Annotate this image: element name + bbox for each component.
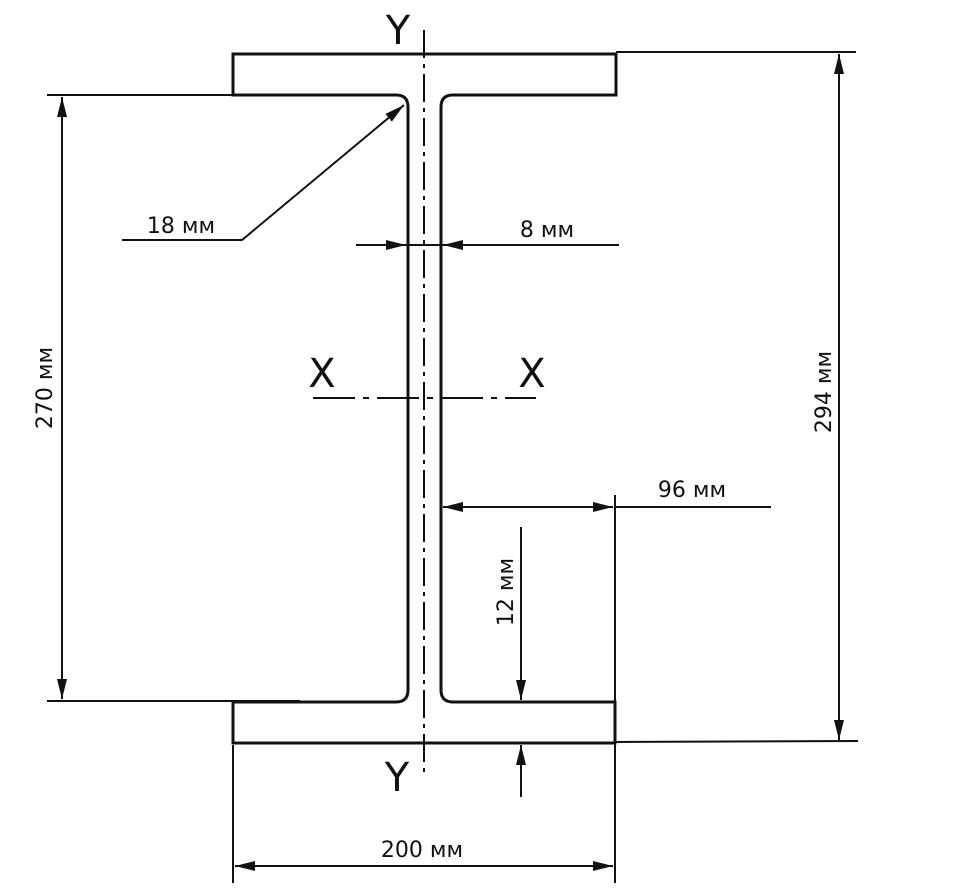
axis-label-y-top: Y — [385, 8, 411, 54]
dimension-lines — [57, 54, 844, 871]
label-total-height: 294 мм — [812, 351, 837, 433]
axis-label-x-right: X — [518, 351, 545, 397]
label-overhang: 96 мм — [658, 478, 726, 503]
label-radius: 18 мм — [147, 214, 215, 239]
radius-leader — [122, 104, 405, 241]
dimension-labels: 18 мм 8 мм 96 мм 200 мм 270 мм 294 мм 12… — [33, 214, 837, 863]
center-lines — [313, 30, 536, 775]
extension-lines — [47, 51, 859, 883]
axis-label-y-bottom: Y — [384, 755, 410, 801]
ext-bottom-right — [615, 740, 859, 743]
label-flange-width: 200 мм — [381, 838, 463, 863]
axis-labels: Y Y X X — [308, 8, 545, 801]
label-flange-thickness: 12 мм — [494, 558, 519, 626]
label-inner-height: 270 мм — [33, 347, 58, 429]
label-web-thickness: 8 мм — [520, 218, 574, 243]
axis-label-x-left: X — [308, 351, 335, 397]
